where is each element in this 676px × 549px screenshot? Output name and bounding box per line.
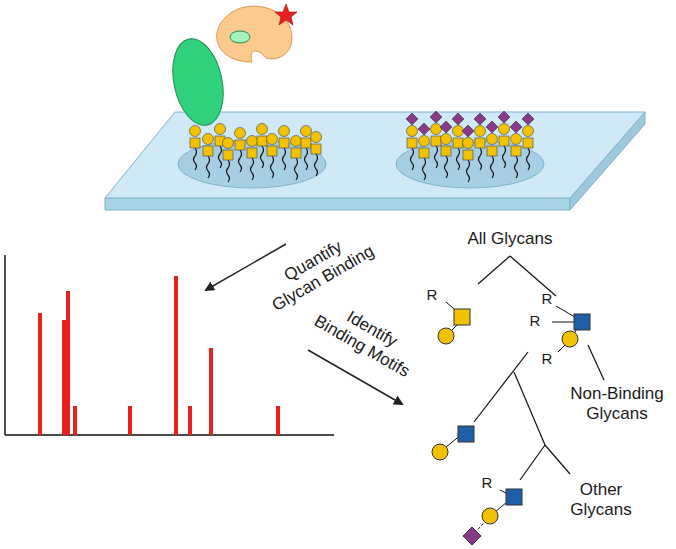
gal-circle — [419, 136, 430, 147]
gal-circle — [511, 134, 522, 145]
galnac-square — [463, 150, 473, 160]
galnac-square — [257, 136, 267, 146]
linker — [295, 158, 298, 180]
galnac-square — [475, 138, 485, 148]
linker — [479, 148, 482, 170]
linker — [239, 150, 242, 172]
linker — [271, 156, 274, 178]
gal-circle — [247, 136, 258, 147]
linker — [251, 158, 254, 180]
galnac-square — [441, 146, 451, 156]
galnac-square — [279, 138, 289, 148]
diagram-label: Non-Binding Glycans — [562, 384, 672, 423]
galnac-square — [291, 148, 301, 158]
gal-circle — [441, 134, 452, 145]
r-group-label: R — [425, 286, 439, 303]
galnac-square — [301, 138, 311, 148]
gal-circle — [267, 134, 278, 145]
gal-circle — [475, 126, 486, 137]
galnac-square — [203, 146, 213, 156]
gal-circle — [463, 138, 474, 149]
r-group-label: R — [540, 290, 554, 307]
gal-circle — [223, 138, 234, 149]
linker — [219, 146, 222, 168]
diagram-label: All Glycans — [455, 229, 565, 249]
linker — [305, 148, 308, 170]
gal-circle — [523, 126, 534, 137]
galnac-square — [453, 138, 463, 148]
r-group-label: R — [540, 350, 554, 367]
gal-circle — [291, 136, 302, 147]
gal-circle — [235, 128, 246, 139]
galnac-square — [235, 140, 245, 150]
motif-tree — [474, 256, 604, 480]
gal-circle — [499, 124, 510, 135]
galnac-square — [267, 146, 277, 156]
linker — [315, 154, 318, 176]
linker — [515, 156, 518, 178]
gal-circle — [431, 124, 442, 135]
sialic-diamond — [406, 113, 418, 125]
sialic-diamond — [452, 113, 464, 125]
linker — [227, 160, 230, 182]
linker — [423, 158, 426, 180]
sialic-diamond — [462, 125, 474, 137]
galnac-square — [523, 138, 533, 148]
diagram-label: Identify Binding Motifs — [310, 293, 425, 382]
galnac-square — [247, 148, 257, 158]
linker — [491, 156, 494, 178]
galnac-square — [487, 146, 497, 156]
galnac-square — [407, 138, 417, 148]
r-group-label: R — [480, 474, 494, 491]
lectin-complex — [165, 4, 297, 130]
sialic-diamond — [430, 111, 442, 123]
sialic-diamond — [498, 111, 510, 123]
linker — [194, 148, 197, 170]
diagram-label: Other Glycans — [556, 480, 646, 519]
glass-slide — [105, 112, 645, 210]
linker — [445, 156, 448, 178]
linker — [207, 156, 210, 178]
gal-circle — [257, 124, 268, 135]
galnac-square — [419, 148, 429, 158]
sialic-diamond — [474, 113, 486, 125]
sialic-diamond — [418, 123, 430, 135]
galnac-square — [431, 136, 441, 146]
linker — [467, 160, 470, 182]
linker — [457, 148, 460, 170]
gal-circle — [487, 134, 498, 145]
linker — [527, 148, 530, 170]
gal-circle — [407, 126, 418, 137]
sialic-diamond — [486, 121, 498, 133]
linker — [503, 146, 506, 168]
galnac-square — [223, 150, 233, 160]
r-group-label: R — [528, 312, 542, 329]
sialic-diamond — [510, 121, 522, 133]
gal-circle — [190, 126, 201, 137]
gal-circle — [311, 132, 322, 143]
diagram-label: Quantify Glycan Binding — [256, 223, 379, 317]
linker — [261, 146, 264, 168]
linker — [283, 148, 286, 170]
gal-circle — [203, 134, 214, 145]
glycan-motifs — [432, 302, 590, 545]
gal-circle — [279, 126, 290, 137]
sialic-diamond — [440, 121, 452, 133]
galnac-square — [311, 144, 321, 154]
linker — [435, 146, 438, 168]
galnac-square — [190, 138, 200, 148]
galnac-square — [511, 146, 521, 156]
galnac-square — [499, 136, 509, 146]
arrayed-glycans — [190, 111, 535, 182]
linker — [411, 148, 414, 170]
sialic-diamond — [522, 113, 534, 125]
gal-circle — [215, 124, 226, 135]
gal-circle — [301, 126, 312, 137]
